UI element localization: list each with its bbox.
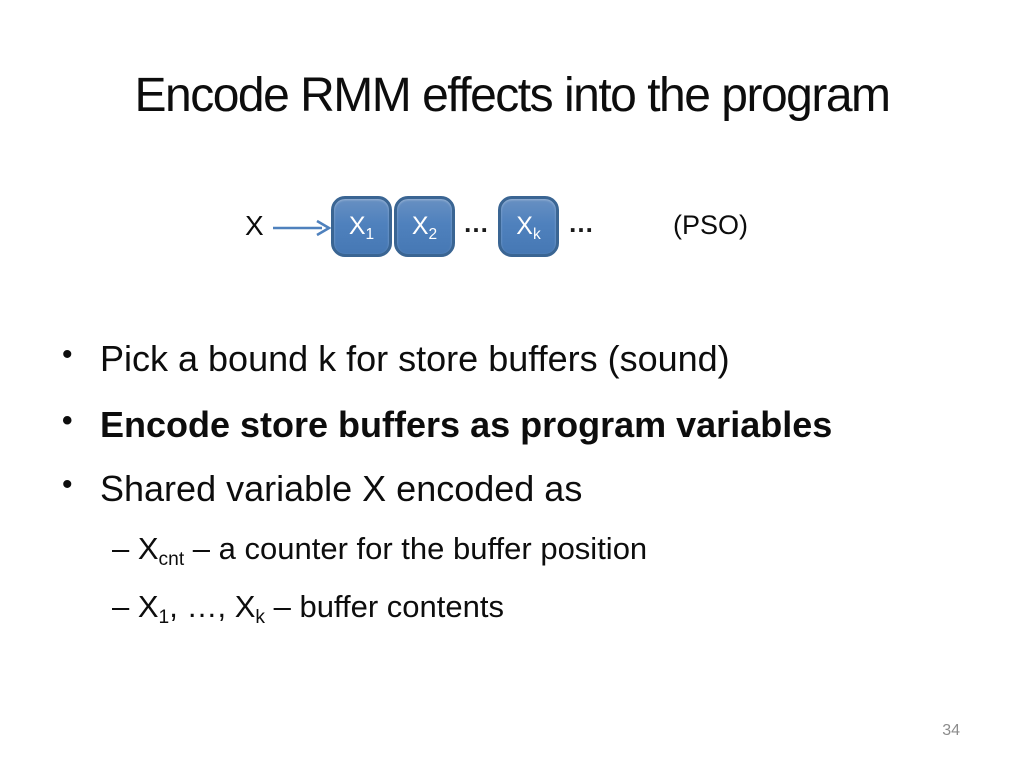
buffer-box-x1-label: X1 <box>348 212 375 243</box>
sub-bullet-text: – X1, …, Xk – buffer contents <box>112 589 504 628</box>
slide-page-number: 34 <box>942 722 960 739</box>
bullet-marker: • <box>62 338 73 371</box>
bullet-text: Encode store buffers as program variable… <box>100 404 833 445</box>
bullet-text: Pick a bound k for store buffers (sound) <box>100 338 730 379</box>
sub-bullet-text: – Xcnt – a counter for the buffer positi… <box>112 531 648 570</box>
ellipsis: … <box>568 208 595 238</box>
bullet-text: Shared variable X encoded as <box>100 468 583 509</box>
slide-title: Encode RMM effects into the program <box>134 69 892 122</box>
right-arrow-icon <box>273 219 332 237</box>
pso-annotation: (PSO) <box>673 210 749 240</box>
buffer-box-x2-label: X2 <box>411 212 438 243</box>
bullet-marker: • <box>62 468 73 501</box>
buffer-box-xk-label: Xk <box>516 212 541 243</box>
bullet-marker: • <box>62 404 73 437</box>
buffer-box-x1: X1 <box>331 196 392 257</box>
buffer-box-x2: X2 <box>394 196 455 257</box>
buffer-box-xk: Xk <box>498 196 559 257</box>
ellipsis: … <box>463 208 490 238</box>
shared-variable-label: X <box>245 210 264 241</box>
